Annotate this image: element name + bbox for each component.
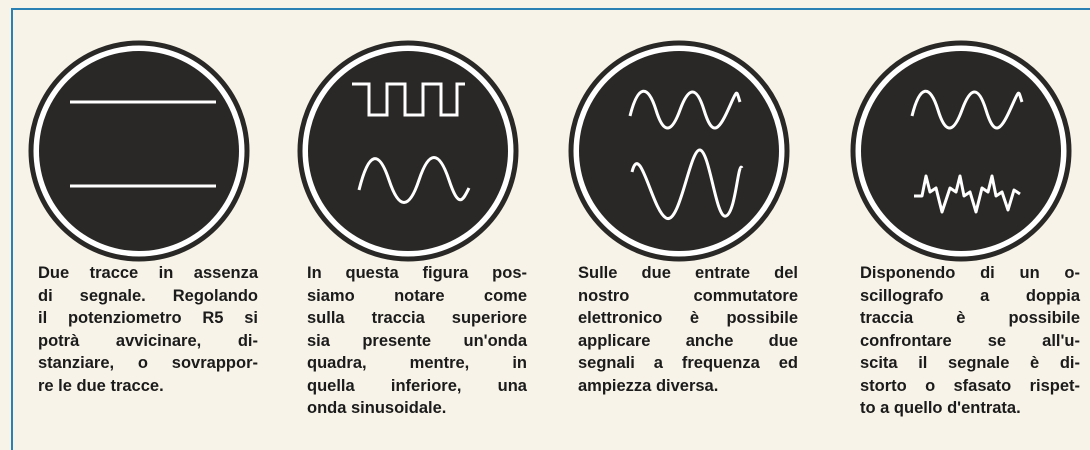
- caption-line: to a quello d'entrata.: [860, 399, 1021, 417]
- oscilloscope-screen-1: [28, 40, 250, 262]
- caption-line: quella inferiore, una: [307, 376, 527, 395]
- panel-4: Disponendo di un o- scillografo a doppia…: [850, 40, 1080, 440]
- screen-face: [308, 51, 508, 251]
- oscilloscope-screen-4: [850, 40, 1072, 262]
- square-wave-trace: [352, 82, 465, 117]
- caption-line: stanziare, o sovrappor-: [38, 354, 258, 372]
- caption-line: re le due tracce.: [38, 376, 164, 395]
- caption-line: quadra, mentre, in: [307, 354, 527, 372]
- screen-face: [861, 51, 1061, 251]
- caption-line: scillografo a doppia: [860, 286, 1080, 305]
- caption-line: scita il segnale è di-: [860, 354, 1080, 372]
- caption-4: Disponendo di un o- scillografo a doppia…: [860, 262, 1080, 420]
- caption-line: applicare anche due: [578, 331, 798, 350]
- panel-2: In questa figura pos- siamo notare come …: [297, 40, 527, 440]
- upper-sine-trace: [628, 89, 742, 130]
- caption-line: elettronico è possibile: [578, 309, 798, 327]
- figure-frame: [11, 8, 1090, 450]
- caption-line: confrontare se all'u-: [860, 331, 1080, 350]
- caption-line: sia presente un'onda: [307, 331, 527, 350]
- caption-line: Sulle due entrate del: [578, 264, 798, 282]
- screen-face: [39, 51, 239, 251]
- caption-line: traccia è possibile: [860, 309, 1080, 327]
- caption-line: di segnale. Regolando: [38, 286, 258, 305]
- input-sine-trace: [910, 89, 1024, 130]
- panel-3: Sulle due entrate del nostro commutatore…: [568, 40, 798, 440]
- caption-line: Disponendo di un o-: [860, 264, 1080, 282]
- lower-sine-trace: [630, 148, 744, 220]
- caption-line: Due tracce in assenza: [38, 264, 258, 282]
- distorted-output-trace: [914, 174, 1021, 214]
- caption-line: onda sinusoidale.: [307, 399, 447, 417]
- caption-line: nostro commutatore: [578, 286, 798, 305]
- sine-wave-trace: [357, 156, 471, 204]
- caption-2: In questa figura pos- siamo notare come …: [307, 262, 527, 420]
- caption-line: il potenziometro R5 si: [38, 309, 258, 327]
- caption-3: Sulle due entrate del nostro commutatore…: [578, 262, 798, 397]
- caption-line: sulla traccia superiore: [307, 309, 527, 327]
- screen-face: [579, 51, 779, 251]
- caption-line: In questa figura pos-: [307, 264, 527, 282]
- caption-line: potrà avvicinare, di-: [38, 331, 258, 350]
- oscilloscope-screen-2: [297, 40, 519, 262]
- caption-line: segnali a frequenza ed: [578, 354, 798, 372]
- panel-1: Due tracce in assenza di segnale. Regola…: [28, 40, 258, 440]
- oscilloscope-screen-3: [568, 40, 790, 262]
- caption-line: ampiezza diversa.: [578, 376, 719, 395]
- caption-1: Due tracce in assenza di segnale. Regola…: [38, 262, 258, 397]
- caption-line: siamo notare come: [307, 286, 527, 305]
- caption-line: storto o sfasato rispet-: [860, 376, 1080, 395]
